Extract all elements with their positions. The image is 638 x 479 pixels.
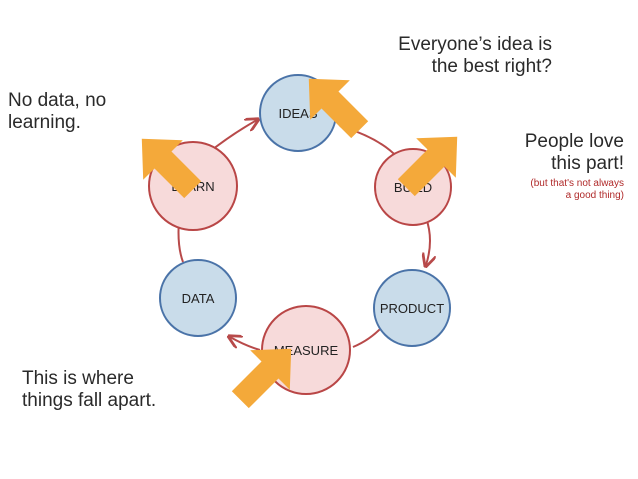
orange-arrow-icon bbox=[308, 78, 369, 139]
connector-product-measure bbox=[352, 325, 384, 348]
annotation-measure-line1: This is where bbox=[22, 368, 134, 389]
annotation-ideas-line2: the best right? bbox=[431, 56, 552, 78]
annotation-build: People love this part! (but that's not a… bbox=[470, 131, 624, 201]
annotation-build-note2: a good thing) bbox=[565, 189, 624, 201]
annotation-learn: No data, no learning. bbox=[8, 90, 168, 135]
node-ideas-label: IDEAS bbox=[278, 106, 317, 121]
node-data: DATA bbox=[159, 259, 237, 337]
node-product: PRODUCT bbox=[373, 269, 451, 347]
annotation-ideas-line1: Everyone’s idea is bbox=[398, 34, 552, 55]
annotation-ideas: Everyone’s idea is the best right? bbox=[352, 34, 552, 79]
annotation-measure: This is where things fall apart. bbox=[22, 368, 222, 413]
annotation-build-note1: (but that's not always bbox=[530, 177, 624, 189]
orange-arrow-icon bbox=[141, 138, 202, 199]
node-data-label: DATA bbox=[182, 291, 215, 306]
connector-measure-data bbox=[230, 337, 261, 351]
pointer-arrows bbox=[141, 78, 458, 409]
annotation-build-line2: this part! bbox=[551, 153, 624, 175]
annotation-learn-line2: learning. bbox=[8, 112, 81, 134]
connector-build-product bbox=[426, 217, 430, 265]
annotation-measure-line2: things fall apart. bbox=[22, 390, 157, 412]
orange-arrow-icon bbox=[231, 348, 292, 409]
annotation-build-line1: People love bbox=[524, 131, 624, 152]
node-product-label: PRODUCT bbox=[380, 301, 444, 316]
annotation-learn-line1: No data, no bbox=[8, 90, 107, 111]
orange-arrow-icon bbox=[397, 136, 458, 197]
